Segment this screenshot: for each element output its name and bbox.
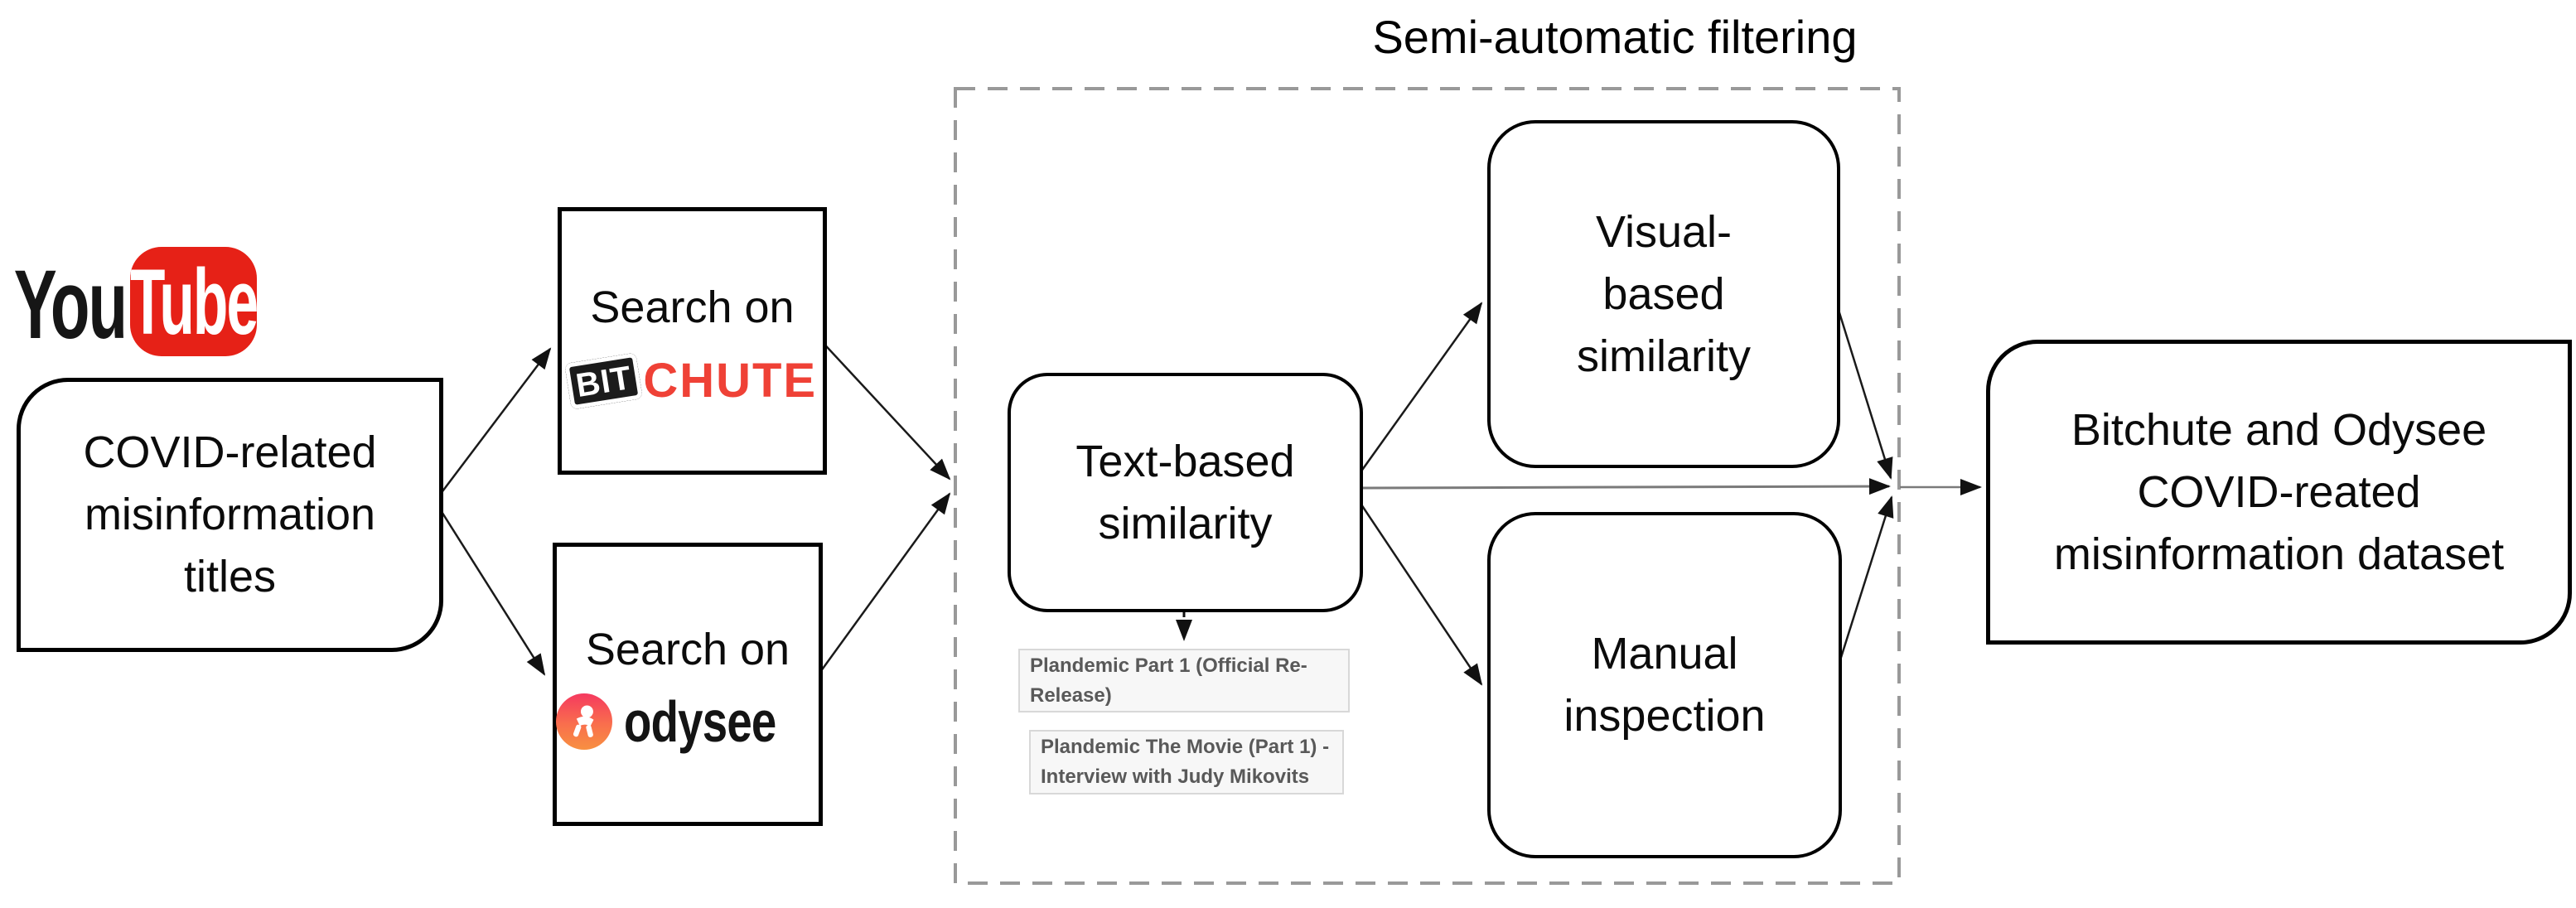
snippet-2-line: Interview with Judy Mikovits: [1041, 766, 1310, 788]
arrow-text-to-merge: [1358, 478, 1891, 495]
visual-based-line: Visual-: [1595, 206, 1733, 257]
covid-box-line: titles: [183, 552, 277, 601]
youtube-logo-tube-badge: Tube: [130, 247, 257, 356]
dataset-line: Bitchute and Odysee: [2071, 404, 2487, 455]
arrow-manual-to-merge: [1832, 495, 1894, 682]
youtube-logo-tube-text: Tube: [130, 249, 257, 354]
example-title-snippet-2: Plandemic The Movie (Part 1) - Interview…: [1029, 730, 1344, 794]
filtering-group-title: Semi-automatic filtering: [1372, 11, 1858, 63]
arrow-odysee-to-filtering: [814, 492, 951, 679]
snippet-1-line: Plandemic Part 1 (Official Re-: [1030, 654, 1307, 677]
odysee-logo: odysee: [556, 693, 819, 751]
covid-box-line: misinformation: [84, 490, 376, 539]
visual-based-line: similarity: [1577, 331, 1751, 381]
bitchute-logo-chute: CHUTE: [643, 354, 818, 408]
youtube-logo: You Tube: [14, 247, 257, 363]
arrow-visual-to-merge: [1832, 293, 1893, 480]
visual-based-line: based: [1602, 268, 1725, 319]
text-based-similarity-box: Text-based similarity: [1008, 373, 1363, 612]
search-on-bitchute-box: Search on BIT CHUTE: [558, 207, 827, 475]
arrow-covid-to-bitchute: [434, 347, 552, 502]
search-on-odysee-box: Search on odysee: [553, 543, 823, 826]
odysee-logo-wordmark: odysee: [624, 688, 776, 754]
arrow-text-to-visual: [1355, 302, 1483, 479]
text-based-line: Text-based: [1075, 436, 1295, 486]
youtube-logo-you-text: You: [13, 250, 128, 360]
text-based-line: similarity: [1098, 498, 1273, 548]
manual-inspection-box: Manual inspection: [1487, 512, 1842, 858]
visual-based-similarity-box: Visual- based similarity: [1487, 120, 1840, 468]
dataset-line: COVID-reated: [2137, 466, 2421, 517]
search-on-bitchute-label: Search on: [590, 283, 795, 332]
bitchute-logo: BIT CHUTE: [564, 352, 818, 410]
covid-misinformation-titles-box: COVID-related misinformation titles: [17, 378, 443, 652]
arrow-covid-to-odysee: [433, 500, 546, 676]
manual-inspection-line: inspection: [1563, 691, 1766, 741]
snippet-2-line: Plandemic The Movie (Part 1) -: [1041, 736, 1330, 758]
arrow-text-to-manual: [1355, 496, 1483, 686]
dataset-line: misinformation dataset: [2053, 529, 2505, 579]
manual-inspection-line: Manual: [1591, 629, 1738, 679]
arrow-bitchute-to-filtering: [818, 337, 951, 481]
example-title-snippet-1: Plandemic Part 1 (Official Re- Release): [1018, 649, 1350, 712]
bitchute-logo-bit: BIT: [564, 352, 644, 410]
dataset-output-box: Bitchute and Odysee COVID-reated misinfo…: [1986, 340, 2572, 645]
odysee-spaceman-icon: [556, 693, 613, 750]
snippet-1-line: Release): [1030, 683, 1112, 707]
search-on-odysee-label: Search on: [585, 624, 790, 674]
covid-box-line: COVID-related: [83, 427, 377, 477]
